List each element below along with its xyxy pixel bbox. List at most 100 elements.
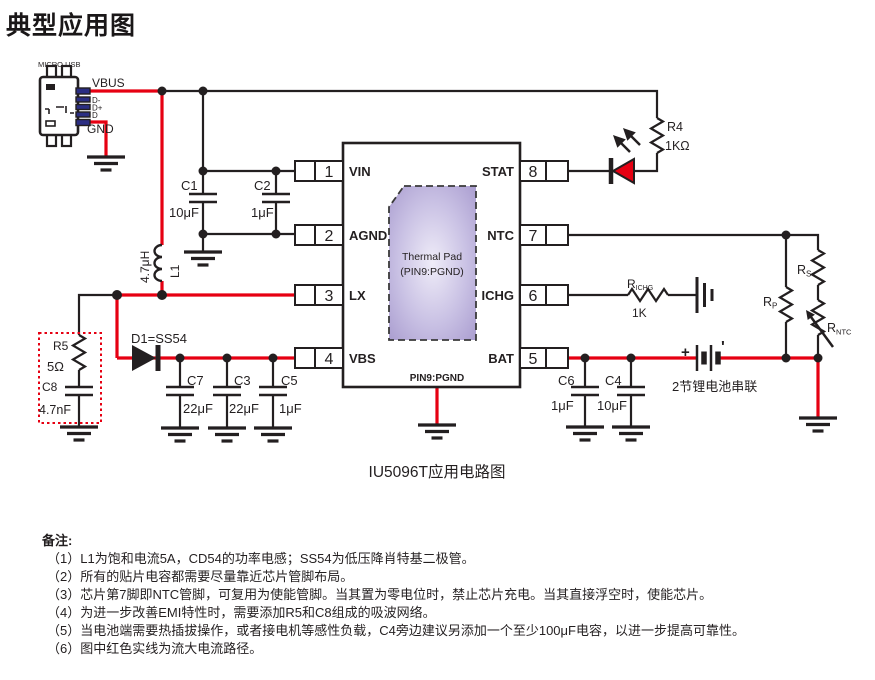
capacitor-c4 bbox=[615, 385, 647, 397]
thermal-pad bbox=[388, 185, 477, 341]
snubber-r5-c8: R5 5Ω C8 4.7nF bbox=[38, 332, 102, 424]
resistor-rntc: RNTC bbox=[806, 298, 852, 348]
pin5-number: 5 bbox=[529, 351, 538, 368]
usb-pin-dplus bbox=[75, 103, 91, 111]
notes-block: 备注: （1）L1为饱和电流5A，CD54的功率电感；SS54为低压降肖特基二极… bbox=[42, 532, 872, 658]
led-triangle bbox=[610, 157, 635, 185]
capacitor-c2 bbox=[260, 192, 292, 204]
rntc-ref-label: RNTC bbox=[827, 321, 852, 337]
pin6-name: ICHG bbox=[482, 288, 515, 303]
rp-symbol bbox=[778, 285, 794, 324]
ground-c8 bbox=[58, 425, 100, 442]
usb-label: MICRO USB bbox=[38, 60, 81, 69]
c2-ref-label: C2 bbox=[254, 178, 271, 193]
ground-battery bbox=[797, 416, 839, 433]
c7-ref-label: C7 bbox=[187, 373, 204, 388]
r4-symbol bbox=[649, 116, 665, 155]
wire-r5-branch bbox=[77, 293, 117, 335]
r5-ref-label: R5 bbox=[53, 339, 69, 353]
schematic-caption: IU5096T应用电路图 bbox=[369, 462, 506, 481]
battery-tick-mark: ' bbox=[721, 339, 725, 356]
c4-ref-label: C4 bbox=[605, 373, 622, 388]
capacitor-c3 bbox=[211, 385, 243, 397]
pin3-name: LX bbox=[349, 288, 366, 303]
c3-ref-label: C3 bbox=[234, 373, 251, 388]
pin-box-6 bbox=[519, 284, 569, 306]
wire-r4-led bbox=[634, 153, 659, 173]
ground-ichg-sideways bbox=[695, 275, 714, 315]
c8-value-label: 4.7nF bbox=[39, 403, 71, 417]
usb-pin-gnd bbox=[75, 118, 91, 127]
c8-ref-label: C8 bbox=[42, 380, 58, 394]
pin-box-3 bbox=[294, 284, 344, 306]
c6-ref-label: C6 bbox=[558, 373, 575, 388]
usb-d-label: D bbox=[92, 111, 98, 120]
rntc-arrow-head bbox=[806, 310, 815, 320]
usb-pin-dminus bbox=[75, 96, 91, 103]
pin1-number: 1 bbox=[325, 164, 334, 181]
ground-c4 bbox=[610, 425, 652, 442]
ground-c6 bbox=[564, 425, 606, 442]
pin-box-8 bbox=[519, 160, 569, 182]
pin-box-1 bbox=[294, 160, 344, 182]
resistor-richg: RICHG 1K bbox=[626, 277, 670, 320]
note-item-3: （3）芯片第7脚即NTC管脚，可复用为使能管脚。当其置为零电位时，禁止芯片充电。… bbox=[47, 587, 713, 602]
c5-ref-label: C5 bbox=[281, 373, 298, 388]
thermal-pad-label-1: Thermal Pad bbox=[402, 251, 462, 263]
snubber-dotted-box bbox=[38, 332, 102, 424]
c8-symbol bbox=[63, 385, 95, 397]
pin4-number: 4 bbox=[325, 351, 334, 368]
r4-ref-label: R4 bbox=[667, 120, 683, 134]
usb-pin-id bbox=[75, 111, 91, 118]
l1-ref-label: L1 bbox=[168, 264, 182, 278]
c1-ref-label: C1 bbox=[181, 178, 198, 193]
c2-value-label: 1μF bbox=[251, 205, 274, 220]
note-item-1: （1）L1为饱和电流5A，CD54的功率电感；SS54为低压降肖特基二极管。 bbox=[47, 551, 475, 566]
wire-vbus-black bbox=[162, 89, 659, 118]
note-item-4: （4）为进一步改善EMI特性时，需要添加R5和C8组成的吸波网络。 bbox=[47, 605, 436, 620]
rp-ref-label: RP bbox=[763, 295, 777, 311]
circuit-schematic: MICRO USB VBUS D- D+ D GND 4.7μH L1 C1 1… bbox=[38, 60, 852, 481]
capacitor-c5 bbox=[257, 385, 289, 397]
diode-d1: D1=SS54 bbox=[131, 331, 187, 371]
led-arrow-1 bbox=[620, 142, 631, 153]
c1-value-label: 10μF bbox=[169, 205, 199, 220]
micro-usb-connector: MICRO USB VBUS D- D+ D GND bbox=[38, 60, 125, 148]
capacitor-c7 bbox=[164, 385, 196, 397]
inductor-l1: 4.7μH L1 bbox=[138, 243, 182, 283]
c6-value-label: 1μF bbox=[551, 398, 574, 413]
resistor-rp: RP bbox=[763, 285, 794, 324]
ground-c5 bbox=[252, 426, 294, 443]
richg-value-label: 1K bbox=[632, 306, 647, 320]
l1-value-label: 4.7μH bbox=[138, 251, 152, 283]
usb-dp-label: D+ bbox=[92, 104, 103, 113]
c4-value-label: 10μF bbox=[597, 398, 627, 413]
pin4-name: VBS bbox=[349, 351, 376, 366]
d1-triangle bbox=[132, 345, 156, 371]
pin7-name: NTC bbox=[487, 228, 514, 243]
note-item-6: （6）图中红色实线为流大电流路径。 bbox=[47, 641, 263, 656]
rntc-arrow bbox=[809, 316, 835, 348]
rs-symbol bbox=[810, 248, 826, 287]
rntc-symbol bbox=[810, 298, 826, 337]
usb-detail bbox=[46, 84, 55, 90]
pin8-name: STAT bbox=[482, 164, 514, 179]
led-arrow-2-head bbox=[622, 127, 636, 141]
pin-box-5 bbox=[519, 347, 569, 369]
inductor-coil bbox=[153, 243, 163, 283]
notes-header: 备注: bbox=[42, 533, 73, 548]
pin-box-2 bbox=[294, 224, 344, 246]
note-item-5: （5）当电池端需要热插拔操作，或者接电机等感性负载，C4旁边建议另添加一个至少1… bbox=[47, 623, 745, 638]
usb-pin-vbus bbox=[75, 87, 91, 95]
usb-dm-label: D- bbox=[92, 96, 101, 105]
r5-symbol bbox=[71, 333, 87, 372]
resistor-rs: RS bbox=[797, 248, 826, 287]
pin6-number: 6 bbox=[529, 288, 538, 305]
thermal-pad-label-2: (PIN9:PGND) bbox=[400, 266, 464, 278]
ic-iu5096t: 1 2 3 4 8 7 6 5 VIN AGND LX VBS STAT NTC… bbox=[294, 141, 569, 389]
ground-c3 bbox=[206, 426, 248, 443]
pin9-pgnd-label: PIN9:PGND bbox=[410, 373, 464, 384]
battery-plus-label: + bbox=[681, 344, 690, 361]
battery-label: 2节锂电池串联 bbox=[672, 379, 757, 394]
c5-value-label: 1μF bbox=[279, 401, 302, 416]
